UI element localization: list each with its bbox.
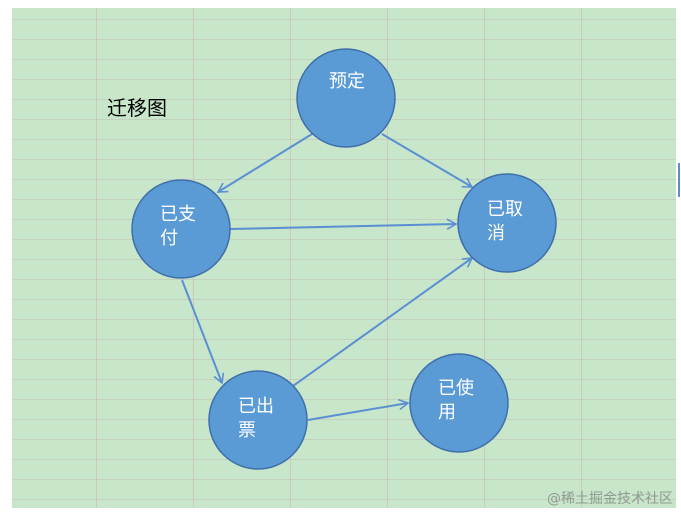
- edge-reserve-to-paid: [216, 133, 313, 193]
- edge-ticketed-to-used: [307, 398, 410, 421]
- edge-reserve-to-cancelled: [381, 133, 474, 188]
- node-reserve: [296, 48, 396, 148]
- frame-left: [0, 0, 12, 514]
- frame-bottom: [0, 508, 681, 514]
- frame-top: [0, 0, 681, 8]
- frame-right: [676, 0, 681, 514]
- node-paid: [131, 179, 231, 279]
- node-label-ticketed: 已出票: [238, 396, 274, 441]
- node-ticketed: [208, 370, 308, 470]
- node-label-used: 已使用: [438, 378, 474, 423]
- diagram-title: 迁移图: [107, 96, 167, 120]
- edge-paid-to-cancelled: [229, 218, 458, 230]
- edge-ticketed-to-cancelled: [292, 257, 474, 387]
- watermark-text: @稀土掘金技术社区: [547, 491, 673, 507]
- selection-edge-marker: [678, 163, 680, 197]
- node-used: [409, 353, 509, 453]
- node-label-reserve: 预定: [329, 71, 365, 92]
- node-label-paid: 已支付: [160, 204, 196, 249]
- node-label-cancelled: 已取消: [487, 199, 523, 244]
- edge-paid-to-ticketed: [181, 279, 225, 385]
- node-cancelled: [457, 173, 557, 273]
